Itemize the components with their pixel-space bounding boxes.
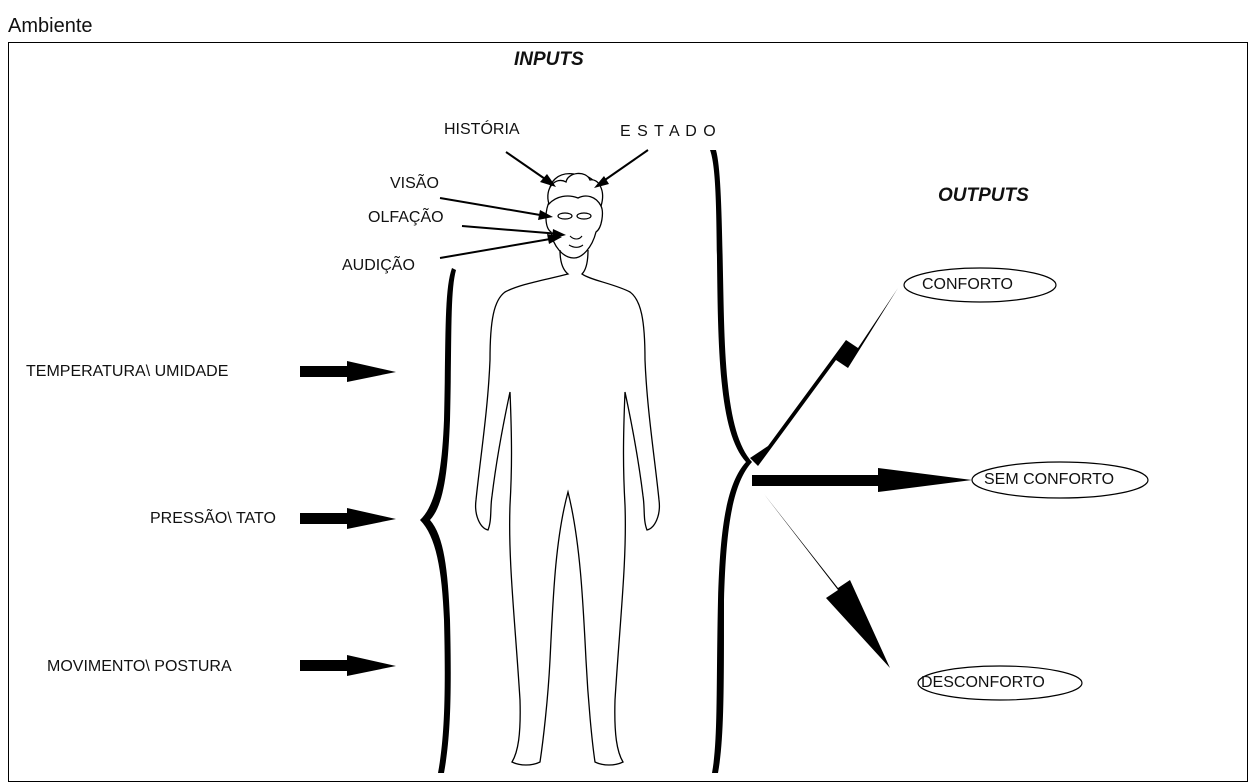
outputs-title: OUTPUTS	[938, 185, 1029, 206]
arrow-desconforto	[752, 494, 890, 668]
olfacao-arrow	[461, 225, 561, 235]
input-label-temperatura: TEMPERATURA\ UMIDADE	[26, 363, 229, 380]
arrow-movimento	[300, 655, 396, 676]
right-brace	[710, 150, 752, 773]
arrow-pressao	[300, 508, 396, 529]
estado-arrow	[601, 149, 649, 183]
input-arrows	[300, 361, 396, 676]
input-label-movimento: MOVIMENTO\ POSTURA	[47, 658, 232, 675]
sense-arrows	[439, 149, 649, 259]
olfacao-label: OLFAÇÃO	[368, 209, 444, 226]
inputs-title: INPUTS	[514, 49, 584, 70]
visao-label: VISÃO	[390, 175, 439, 192]
audicao-arrow	[439, 237, 557, 259]
left-brace	[420, 268, 456, 773]
estado-label: E S T A D O	[620, 123, 717, 140]
output-arrows	[750, 288, 972, 668]
audicao-label: AUDIÇÃO	[342, 257, 415, 274]
historia-arrow	[505, 151, 549, 182]
sem-conforto-oval	[971, 461, 1149, 499]
human-body-outline	[474, 249, 661, 766]
output-label-desconforto: DESCONFORTO	[921, 674, 1045, 691]
ambiente-label: Ambiente	[8, 15, 93, 37]
arrow-sem-conforto	[752, 468, 972, 492]
output-label-sem-conforto: SEM CONFORTO	[984, 471, 1115, 488]
arrow-conforto	[750, 288, 898, 466]
input-label-pressao: PRESSÃO\ TATO	[150, 510, 276, 527]
visao-arrow	[439, 197, 547, 217]
arrow-temperatura	[300, 361, 396, 382]
conforto-oval	[903, 267, 1057, 303]
historia-label: HISTÓRIA	[444, 121, 520, 138]
output-label-conforto: CONFORTO	[922, 276, 1013, 293]
desconforto-oval	[917, 665, 1083, 701]
